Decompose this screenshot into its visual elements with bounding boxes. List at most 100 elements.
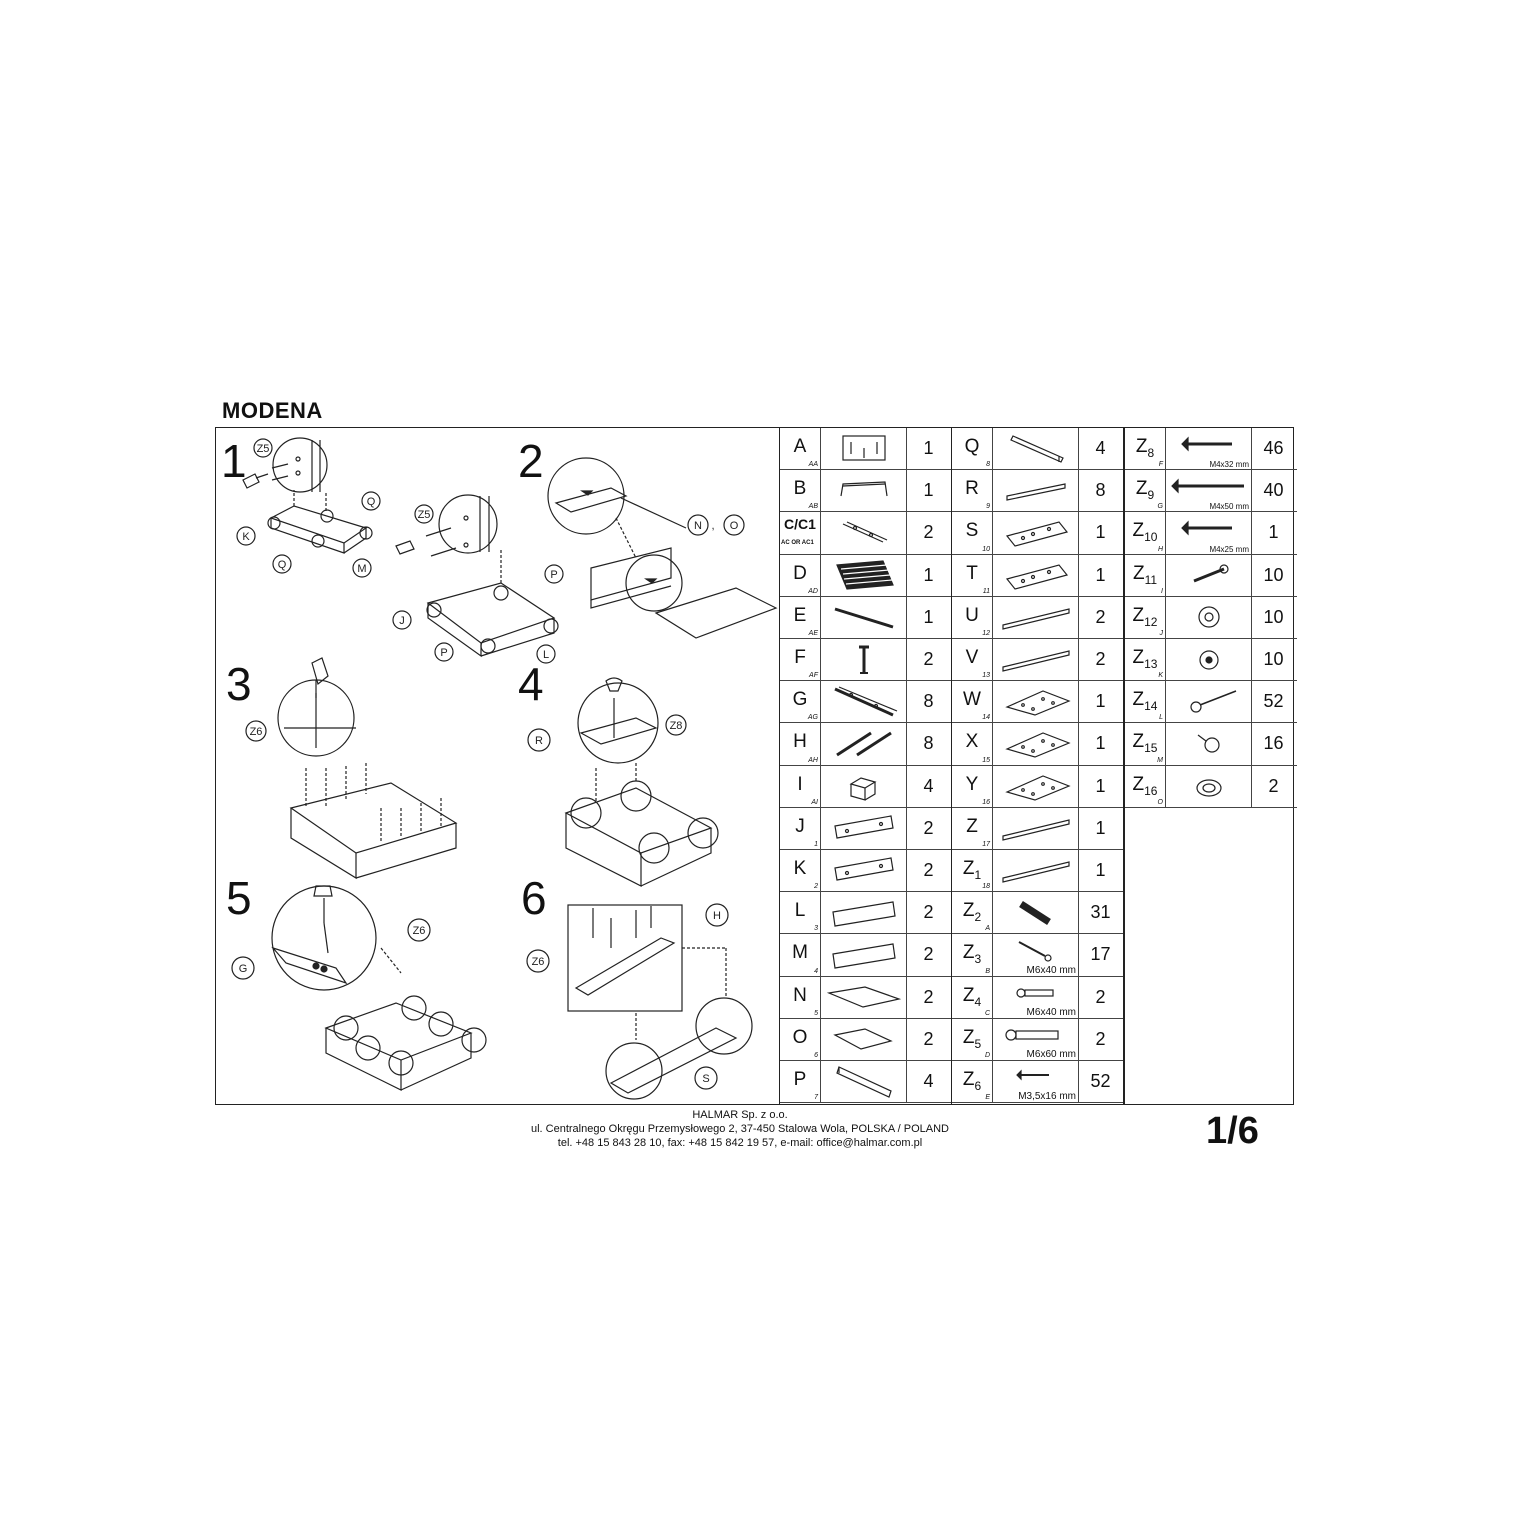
svg-text:P: P bbox=[550, 569, 557, 581]
nail-icon bbox=[1166, 681, 1252, 723]
board-flat-small-icon bbox=[821, 1018, 907, 1060]
part-code: 7 bbox=[814, 1094, 818, 1102]
part-quantity: 8 bbox=[1095, 480, 1106, 501]
footer-contact: tel. +48 15 843 28 10, fax: +48 15 842 1… bbox=[557, 1137, 923, 1149]
panel-holes-icon bbox=[821, 807, 907, 849]
step-number: 1 bbox=[221, 435, 247, 487]
part-letter: Z13 bbox=[1132, 647, 1158, 671]
svg-text:Z5: Z5 bbox=[257, 443, 270, 455]
part-dimension: M4x32 mm bbox=[1209, 460, 1249, 470]
footer-company: HALMAR Sp. z o.o. bbox=[692, 1109, 788, 1121]
part-code: 14 bbox=[982, 714, 990, 722]
svg-text:,: , bbox=[711, 520, 714, 532]
svg-text:Z6: Z6 bbox=[250, 726, 263, 738]
part-dimension: M6x40 mm bbox=[1026, 1006, 1076, 1018]
part-dimension: M6x40 mm bbox=[1026, 964, 1076, 976]
part-letter: S bbox=[965, 520, 979, 542]
part-letter: H bbox=[793, 731, 807, 753]
part-quantity: 17 bbox=[1090, 944, 1111, 965]
assembly-steps: 1 2 3 4 5 6 bbox=[216, 428, 779, 1104]
bolt-h-icon: M6x40 mm bbox=[993, 976, 1079, 1018]
part-letter: U bbox=[965, 604, 979, 626]
part-quantity: 10 bbox=[1263, 606, 1284, 627]
svg-text:Q: Q bbox=[367, 496, 376, 508]
part-code: AH bbox=[808, 756, 818, 764]
part-code: C bbox=[984, 1009, 990, 1017]
part-letter: T bbox=[966, 562, 978, 584]
part-quantity: 1 bbox=[1095, 691, 1106, 712]
instruction-frame: 1 2 3 4 5 6 bbox=[215, 427, 1297, 1105]
step-number: 3 bbox=[226, 658, 252, 710]
svg-text:Z6: Z6 bbox=[413, 925, 426, 937]
step-number: 5 bbox=[226, 872, 252, 924]
part-code: AB bbox=[808, 503, 818, 511]
screw-icon: M4x32 mm bbox=[1166, 428, 1252, 470]
part-letter: P bbox=[793, 1069, 807, 1090]
part-letter: Z1 bbox=[962, 858, 982, 882]
part-letter: Z14 bbox=[1132, 689, 1158, 713]
part-quantity: 8 bbox=[923, 733, 934, 754]
svg-text:K: K bbox=[242, 531, 250, 543]
part-letter: M bbox=[792, 942, 808, 964]
dowel-icon bbox=[993, 892, 1079, 934]
part-quantity: 1 bbox=[1095, 817, 1106, 838]
part-code: AA bbox=[808, 461, 818, 469]
part-letter-subscript: 9 bbox=[1147, 487, 1155, 502]
svg-text:M: M bbox=[357, 563, 366, 575]
part-dimension: M4x50 mm bbox=[1209, 502, 1249, 512]
step-1-illustration bbox=[242, 437, 559, 658]
svg-text:L: L bbox=[543, 649, 549, 661]
part-letter-subscript: 1 bbox=[974, 867, 982, 882]
svg-text:Z5: Z5 bbox=[418, 509, 431, 521]
part-code: F bbox=[1158, 461, 1163, 469]
part-letter-subscript: 3 bbox=[974, 952, 982, 967]
part-quantity: 1 bbox=[1095, 775, 1106, 796]
part-code: 3 bbox=[814, 925, 818, 933]
part-letter-subscript: 13 bbox=[1144, 656, 1158, 671]
board-dots-icon bbox=[993, 765, 1079, 807]
plate-icon bbox=[993, 512, 1079, 554]
bolt-icon: M6x40 mm bbox=[993, 934, 1079, 976]
part-quantity: 2 bbox=[1095, 606, 1106, 627]
handle-icon bbox=[821, 470, 907, 512]
part-quantity: 1 bbox=[1095, 564, 1106, 585]
footer: HALMAR Sp. z o.o. ul. Centralnego Okręgu… bbox=[470, 1108, 1010, 1150]
part-quantity: 16 bbox=[1263, 733, 1284, 754]
step-3-illustration bbox=[277, 657, 458, 880]
part-code: AG bbox=[807, 714, 818, 722]
part-code: 2 bbox=[814, 883, 818, 891]
rail-short-icon bbox=[821, 723, 907, 765]
part-letter: Z11 bbox=[1132, 562, 1158, 587]
svg-text:Z8: Z8 bbox=[670, 720, 683, 732]
bolt-h-long-icon: M6x60 mm bbox=[993, 1018, 1079, 1060]
part-quantity: 10 bbox=[1263, 564, 1284, 585]
part-code: B bbox=[985, 967, 990, 975]
part-code: 4 bbox=[814, 967, 818, 975]
step-6-illustration bbox=[567, 904, 753, 1100]
part-quantity: 2 bbox=[923, 944, 934, 965]
part-quantity: 8 bbox=[923, 691, 934, 712]
